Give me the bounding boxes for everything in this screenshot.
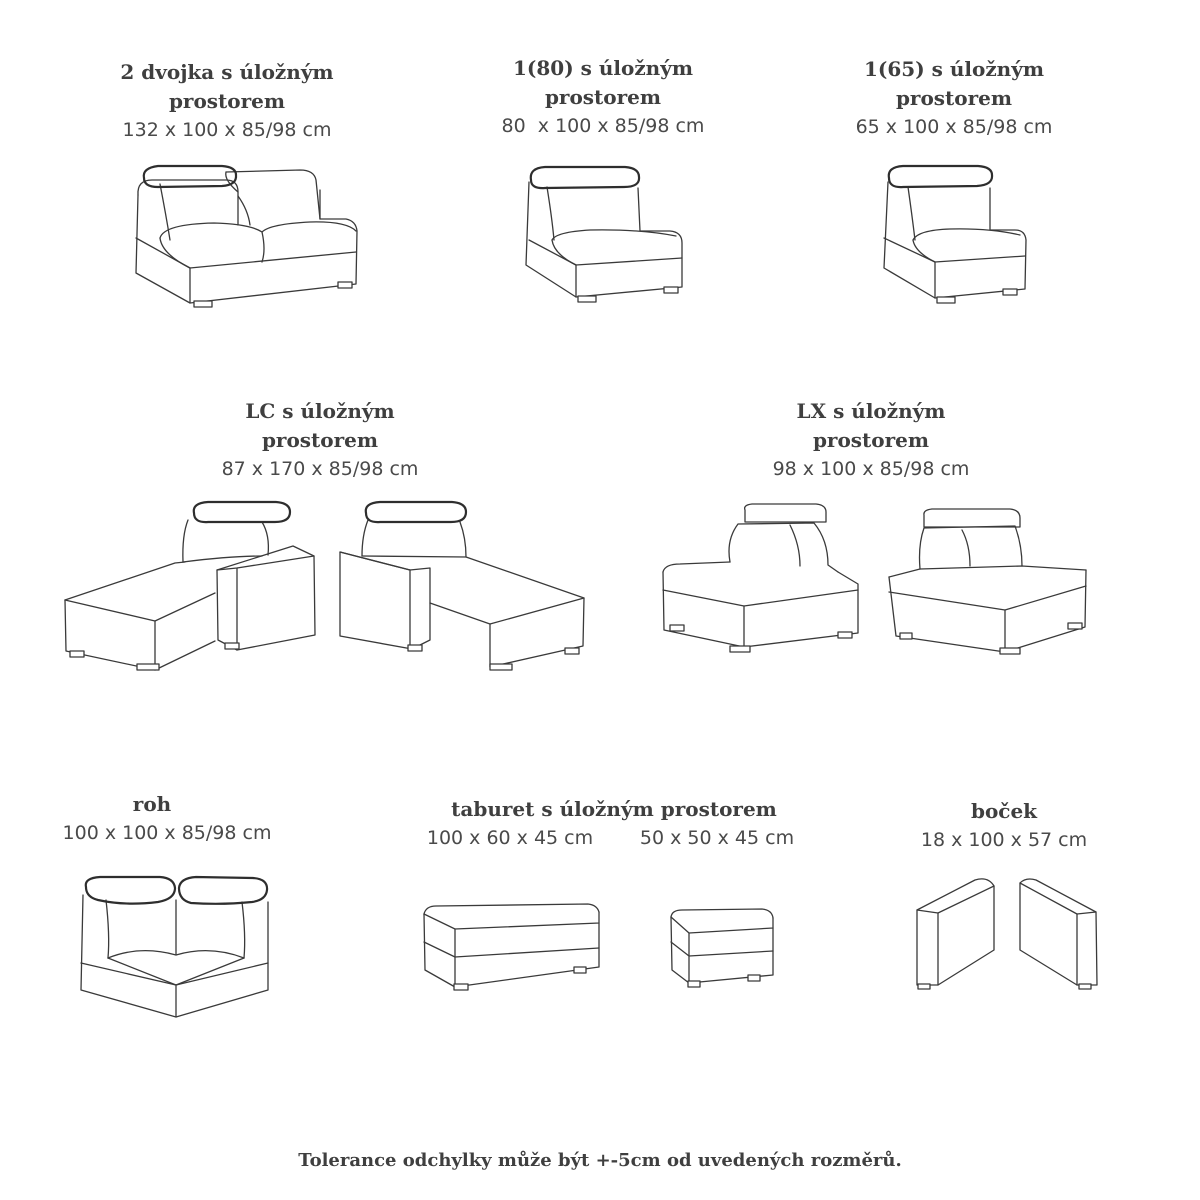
module-name: 1(65) s úložným (863, 57, 1045, 81)
drawing-single-65 (883, 164, 1027, 304)
module-label-single-65: 1(65) s úložným prostorem 65 x 100 x 85/… (804, 55, 1104, 142)
module-name-cont: prostorem (261, 428, 379, 452)
module-dimensions: 98 x 100 x 85/98 cm (772, 458, 970, 480)
module-label-bocek: boček 18 x 100 x 57 cm (854, 797, 1154, 855)
module-name: 2 dvojka s úložným (120, 60, 334, 84)
module-name-cont: prostorem (895, 86, 1013, 110)
drawing-roh (80, 875, 269, 1018)
module-name: LX s úložným (796, 399, 946, 423)
drawing-bocek-right (1019, 878, 1098, 990)
module-dimensions: 80 x 100 x 85/98 cm (501, 115, 705, 137)
module-name-cont: prostorem (544, 85, 662, 109)
tolerance-note: Tolerance odchylky může být +-5cm od uve… (298, 1150, 902, 1171)
drawing-lc-right (339, 500, 585, 671)
module-label-dvojka: 2 dvojka s úložným prostorem 132 x 100 x… (77, 58, 377, 145)
module-label-lx: LX s úložným prostorem 98 x 100 x 85/98 … (721, 397, 1021, 484)
module-dimensions: 100 x 60 x 45 cm (426, 827, 594, 849)
module-name: LC s úložným (245, 399, 395, 423)
module-name: 1(80) s úložným (512, 56, 694, 80)
module-dimensions: 50 x 50 x 45 cm (639, 827, 795, 849)
module-dimensions: 87 x 170 x 85/98 cm (221, 458, 419, 480)
module-label-single-80: 1(80) s úložným prostorem 80 x 100 x 85/… (453, 54, 753, 141)
drawing-dvojka (135, 164, 358, 308)
module-dimensions-taburet-large: 100 x 60 x 45 cm (410, 824, 610, 853)
module-name: boček (970, 799, 1038, 823)
drawing-single-80 (525, 165, 683, 303)
module-name-cont: prostorem (168, 89, 286, 113)
drawing-lc-left (64, 500, 316, 671)
module-label-roh: roh 100 x 100 x 85/98 cm (17, 790, 317, 848)
drawing-bocek-left (916, 878, 995, 990)
drawing-lx-left (662, 503, 859, 653)
module-dimensions: 100 x 100 x 85/98 cm (62, 822, 272, 844)
module-label-lc: LC s úložným prostorem 87 x 170 x 85/98 … (170, 397, 470, 484)
module-name: roh (132, 792, 172, 816)
module-dimensions: 18 x 100 x 57 cm (920, 829, 1088, 851)
module-dimensions: 65 x 100 x 85/98 cm (855, 116, 1053, 138)
drawing-taburet-small (670, 908, 774, 988)
module-dimensions-taburet-small: 50 x 50 x 45 cm (617, 824, 817, 853)
drawing-lx-right (888, 508, 1087, 655)
module-label-taburet: taburet s úložným prostorem (414, 795, 814, 824)
drawing-taburet-large (423, 903, 600, 991)
module-dimensions: 132 x 100 x 85/98 cm (122, 119, 332, 141)
module-name: taburet s úložným prostorem (451, 797, 777, 821)
module-name-cont: prostorem (812, 428, 930, 452)
